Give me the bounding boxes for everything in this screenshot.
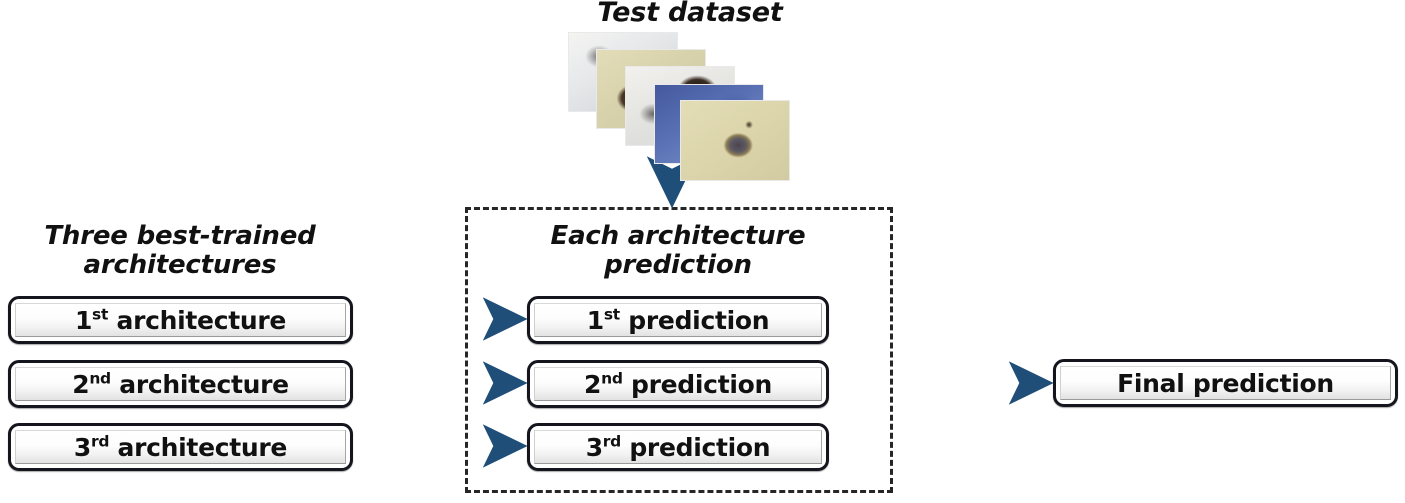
prediction-box-3[interactable]: 3rd prediction: [527, 423, 829, 471]
prediction-box-2[interactable]: 2nd prediction: [527, 360, 829, 408]
prediction-box-3-label: 3rd prediction: [585, 432, 771, 462]
test-dataset-image-stack: [568, 32, 790, 181]
architecture-box-3[interactable]: 3rd architecture: [8, 423, 353, 471]
prediction-box-3-inner: 3rd prediction: [534, 430, 822, 464]
architecture-box-1-inner: 1st architecture: [15, 303, 346, 337]
architecture-box-3-label: 3rd architecture: [73, 432, 288, 462]
architecture-box-1[interactable]: 1st architecture: [8, 296, 353, 344]
architecture-box-1-label: 1st architecture: [74, 305, 287, 335]
prediction-box-2-inner: 2nd prediction: [534, 367, 822, 401]
each-architecture-prediction-group: [465, 207, 893, 493]
prediction-box-1-inner: 1st prediction: [534, 303, 822, 337]
final-prediction-label: Final prediction: [1117, 368, 1334, 398]
final-prediction-box-inner: Final prediction: [1060, 366, 1391, 400]
middle-column-heading: Each architecture prediction: [550, 221, 806, 281]
final-prediction-box[interactable]: Final prediction: [1053, 359, 1398, 407]
test-dataset-title: Test dataset: [597, 0, 783, 28]
architecture-box-2[interactable]: 2nd architecture: [8, 360, 353, 408]
prediction-box-1[interactable]: 1st prediction: [527, 296, 829, 344]
architecture-box-2-inner: 2nd architecture: [15, 367, 346, 401]
cell-sample-thumbnail-5-icon: [680, 100, 790, 181]
prediction-box-2-label: 2nd prediction: [583, 369, 772, 399]
prediction-box-1-label: 1st prediction: [586, 305, 770, 335]
left-column-heading: Three best-trained architectures: [44, 221, 316, 281]
architecture-box-2-label: 2nd architecture: [72, 369, 289, 399]
architecture-box-3-inner: 3rd architecture: [15, 430, 346, 464]
